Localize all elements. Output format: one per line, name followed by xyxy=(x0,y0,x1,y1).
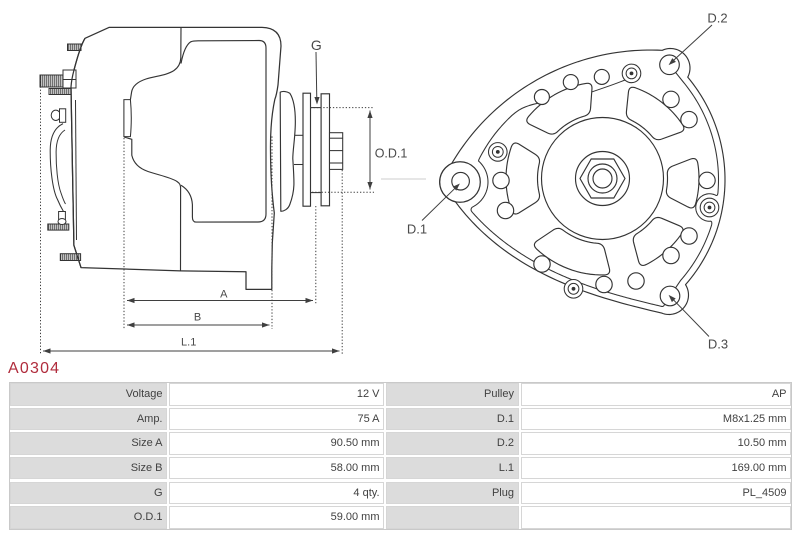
svg-text:A: A xyxy=(220,289,228,301)
svg-text:O.D.1: O.D.1 xyxy=(375,147,408,161)
svg-text:D.3: D.3 xyxy=(708,337,728,352)
svg-text:D.2: D.2 xyxy=(707,11,727,26)
svg-text:D.1: D.1 xyxy=(407,222,427,237)
svg-text:L.1: L.1 xyxy=(181,337,196,349)
svg-text:B: B xyxy=(194,312,201,324)
svg-text:G: G xyxy=(311,37,322,53)
